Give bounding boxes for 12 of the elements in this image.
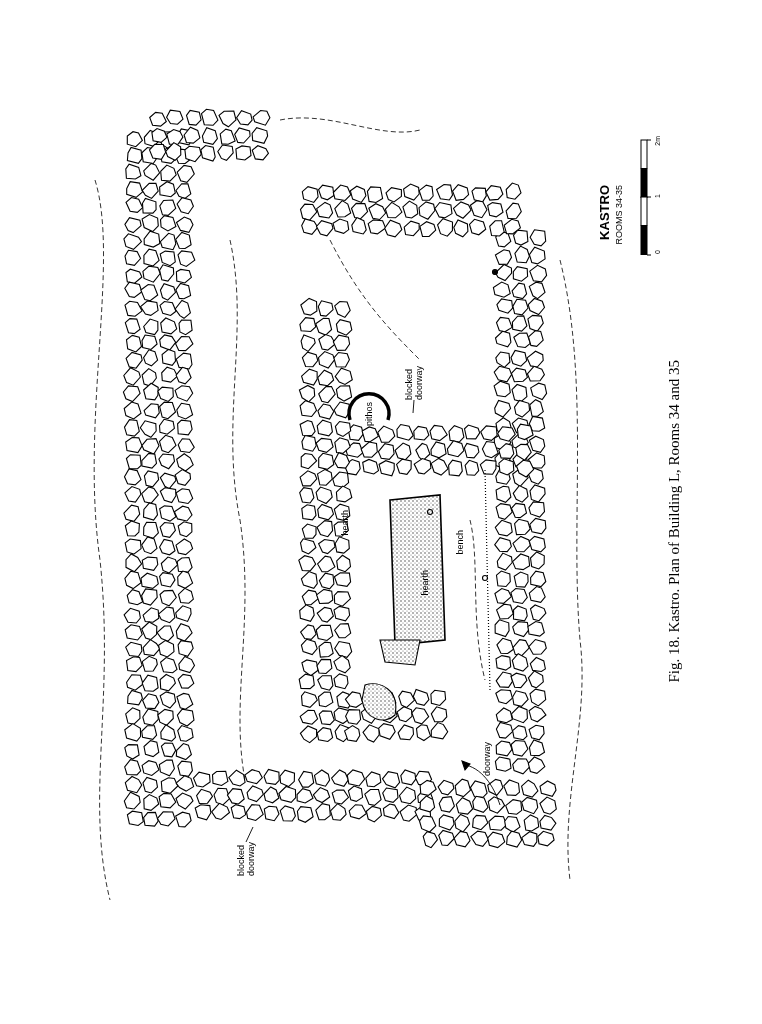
site-name: KASTRO	[598, 185, 612, 240]
rooms-label: ROOMS 34-35	[614, 185, 624, 245]
doorway-label: doorway	[482, 742, 492, 777]
leader-text: blocked doorway	[404, 366, 424, 400]
hearth-label: hearth	[420, 570, 430, 596]
leader-line	[245, 826, 254, 843]
hearth-label: hearth	[340, 510, 350, 536]
leader-line	[412, 399, 415, 414]
pithos-label: pithos	[364, 402, 374, 427]
figure-caption: Fig. 18. Kastro. Plan of Building L, Rooms 34 and 35	[666, 360, 682, 683]
bench-label: bench	[455, 530, 465, 555]
leader-text: blocked doorway	[236, 842, 256, 876]
